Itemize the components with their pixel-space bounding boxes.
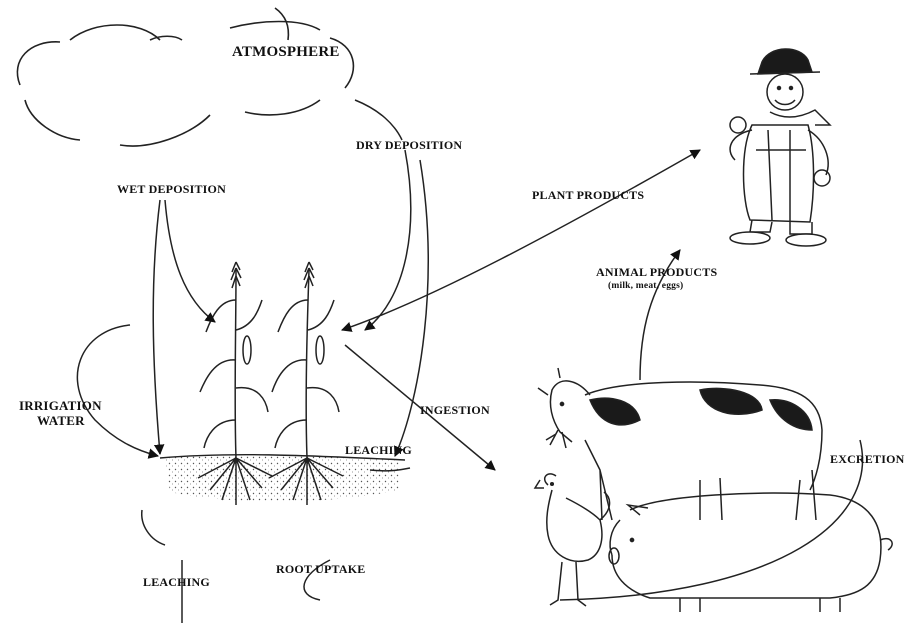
chicken-figure: [535, 474, 610, 606]
excretion-label: EXCRETION: [830, 452, 904, 467]
pig-figure: [609, 493, 892, 612]
irrigation-water-label-line1: IRRIGATION: [19, 398, 102, 414]
animal-products-detail-label: (milk, meat, eggs): [608, 281, 683, 291]
animal-products-label: ANIMAL PRODUCTS: [596, 265, 717, 280]
cow-figure: [538, 368, 822, 520]
wet-deposition-label: WET DEPOSITION: [117, 182, 226, 197]
leaching-upper-label: LEACHING: [345, 443, 412, 458]
ingestion-label: INGESTION: [420, 403, 490, 418]
farmer-figure: [730, 49, 830, 246]
plant-products-label: PLANT PRODUCTS: [532, 188, 644, 203]
root-uptake-label: ROOT UPTAKE: [276, 562, 365, 577]
atmosphere-label: ATMOSPHERE: [232, 44, 340, 61]
flow-arrows: [77, 100, 862, 623]
atmosphere-cloud: [17, 8, 353, 146]
dry-deposition-label: DRY DEPOSITION: [356, 138, 462, 153]
leaching-lower-label: LEACHING: [143, 575, 210, 590]
soil-layer: [160, 455, 405, 502]
irrigation-water-label-line2: WATER: [37, 413, 85, 429]
